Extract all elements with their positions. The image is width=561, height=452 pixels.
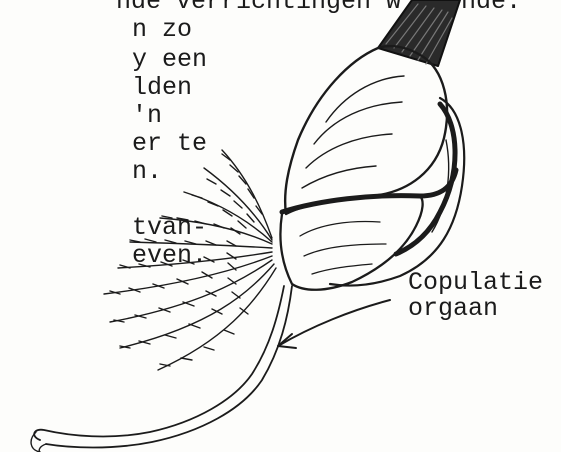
label-line-2: orgaan [408,295,498,323]
label-line-1: Copulatie [408,269,543,297]
